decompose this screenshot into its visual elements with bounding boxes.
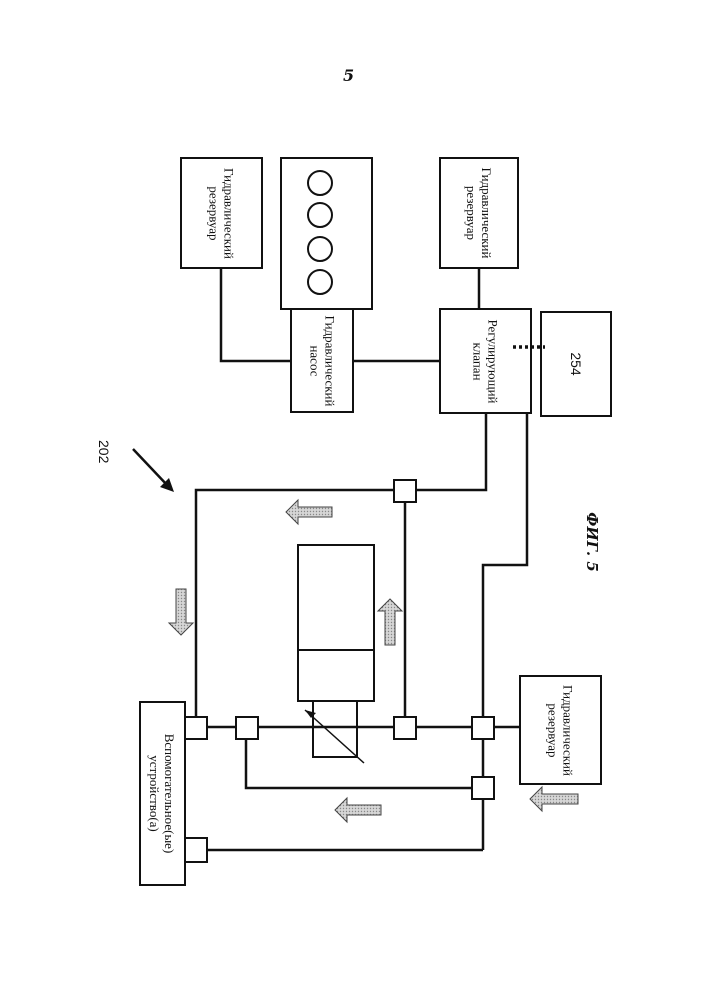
junction-loop-left <box>236 717 258 739</box>
junction-return-lower <box>472 777 494 799</box>
junction-manifold-right <box>472 717 494 739</box>
line-aux-loop <box>246 727 483 788</box>
block-254-label: 254 <box>541 312 611 416</box>
reservoir-top-left-label: Гидравлический резервуар <box>181 158 262 268</box>
junction-aux-supply-port <box>185 717 207 739</box>
flow-arrow-loop-leftward <box>335 798 381 822</box>
junction-branch-top <box>394 480 416 502</box>
page-number: 5 <box>343 66 354 85</box>
flow-arrow-cylinder-upward <box>378 599 402 645</box>
reservoir-top-right-label: Гидравлический резервуар <box>440 158 518 268</box>
junction-aux-return-port <box>185 838 207 862</box>
flow-arrow-left-downward <box>169 589 193 635</box>
flow-arrow-top-leftward <box>286 500 332 524</box>
reference-numeral-202: 202 <box>96 440 112 463</box>
junction-branch-bottom <box>394 717 416 739</box>
actuator-cylinder-body <box>298 545 374 701</box>
hydraulic-pump-label: Гидравлический насос <box>291 309 353 412</box>
reservoir-bottom-label: Гидравлический резервуар <box>520 676 601 784</box>
control-valve-label: Регулирующий клапан <box>440 309 531 413</box>
flow-arrow-bottom-leftward <box>530 787 578 811</box>
variable-motor-box <box>313 701 357 757</box>
reference-pointer-line <box>133 449 168 486</box>
engine-cylinder-3 <box>308 237 332 261</box>
engine-cylinder-1 <box>308 171 332 195</box>
figure-caption: ФИГ. 5 <box>583 512 601 572</box>
engine-cylinder-4 <box>308 270 332 294</box>
auxiliary-devices-label: Вспомогательное(ые) устройство(а) <box>140 702 185 885</box>
engine-cylinder-2 <box>308 203 332 227</box>
